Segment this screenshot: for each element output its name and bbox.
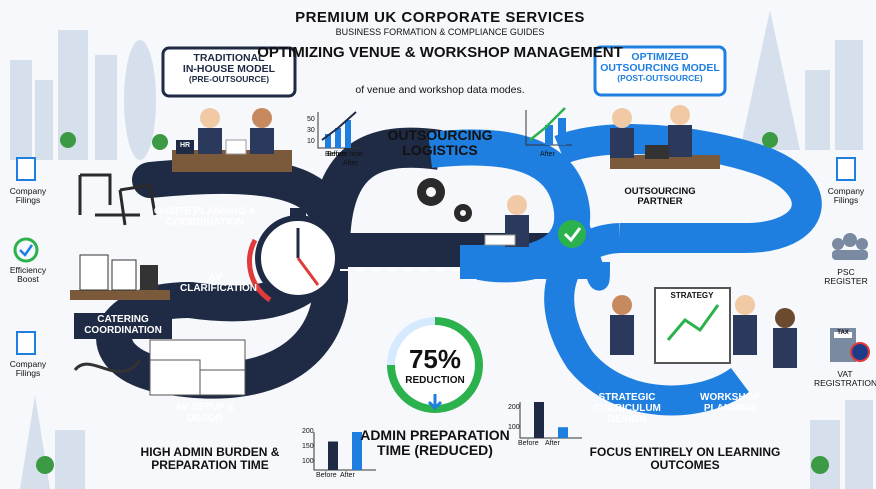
side-company-filings-2: Company Filings (9, 359, 47, 378)
partners-illustration (610, 105, 720, 169)
page-description: of venue and workshop data modes. (355, 84, 525, 96)
page-title: OPTIMIZING VENUE & WORKSHOP MANAGEMENT (257, 44, 623, 61)
hr-sign: HR (179, 142, 191, 149)
stopwatch-icon (247, 208, 341, 303)
right-model-title: OPTIMIZED OUTSOURCING MODEL (POST-OUTSOU… (597, 51, 723, 84)
stage-curriculum-design: STRATEGIC CURRICULUM DESIGN (593, 392, 661, 425)
admin-prep-label: ADMIN PREPARATION TIME (REDUCED) (360, 427, 510, 458)
stressed-staff-illustration (172, 108, 292, 172)
chart-before-time (317, 111, 362, 149)
side-vat-registration: VAT REGISTRATION (814, 369, 876, 388)
people-group-icon (832, 233, 868, 260)
right-model-title-line1: OPTIMIZED (631, 51, 689, 63)
brand-title: PREMIUM UK CORPORATE SERVICES (295, 9, 585, 26)
left-model-title: TRADITIONAL IN-HOUSE MODEL (PRE-OUTSOURC… (165, 52, 293, 85)
stage-av-clarification: AV CLARIFICATION (180, 272, 258, 294)
bar-chart-a-bar-after (352, 432, 362, 470)
skyline-bottom-left (20, 395, 85, 489)
catering-table-illustration (70, 254, 170, 300)
chart3-xlabel-before: Before (316, 472, 337, 479)
side-psc-register: PSC REGISTER (824, 267, 868, 286)
stage-av-setup: AV SETUP & DECOR (175, 402, 235, 424)
catering-sign (74, 313, 172, 339)
chart3-ytick: 200 (302, 428, 314, 435)
chart4-ytick: 100 (508, 424, 520, 431)
chart1-bar (325, 134, 331, 148)
business-person-illustration (484, 195, 529, 247)
gear-icon (417, 178, 472, 222)
chairs-illustration (78, 173, 157, 226)
left-model-title-line1: TRADITIONAL (193, 52, 265, 64)
skyline-left (10, 30, 156, 160)
bar-chart-before-after-b (519, 402, 582, 439)
tax-calculator-icon (830, 328, 870, 362)
chart1-bar (335, 128, 341, 148)
bar-chart-b-axis (519, 402, 582, 439)
efficiency-icon (13, 237, 39, 263)
chart1-ytick: 50 (307, 116, 315, 123)
outsourcing-partner-label: OUTSOURCING PARTNER (624, 186, 696, 207)
stage-workshop-planning: WORKSHOP PLANNING (700, 392, 760, 414)
chart2-xlabel-after: After (540, 151, 555, 158)
chart1-bar (345, 120, 351, 148)
chart1-ytick: 10 (307, 138, 315, 145)
left-model-title-line3: (PRE-OUTSOURCE) (188, 74, 270, 85)
bar-chart-b-bar-after (558, 427, 568, 438)
chart1-ytick: 30 (307, 127, 315, 134)
stage-catering-coordination: CATERING COORDINATION (84, 314, 162, 336)
bar-chart-before-after-a (313, 432, 376, 471)
right-model-box (593, 45, 727, 97)
right-model-title-line2: OUTSOURCING MODEL (600, 62, 720, 75)
side-efficiency-boost: Efficiency Boost (9, 265, 47, 284)
chart1-line (321, 111, 357, 141)
left-footer: HIGH ADMIN BURDEN & PREPARATION TIME (140, 445, 280, 472)
side-company-filings-1: Company Filings (9, 186, 47, 205)
reduction-value: 75% (408, 344, 462, 374)
side-company-filings-3: Company Filings (827, 186, 865, 205)
brand-subtitle: BUSINESS FORMATION & COMPLIANCE GUIDES (335, 27, 545, 37)
right-footer: FOCUS ENTIRELY ON LEARNING OUTCOMES (589, 445, 781, 472)
chart2-bar (545, 125, 553, 145)
left-model-title-line2: IN-HOUSE MODEL (182, 63, 276, 76)
strategy-board-illustration (610, 287, 797, 368)
left-model-box (161, 46, 297, 98)
chart3-ytick: 150 (302, 443, 314, 450)
tree-icon (36, 132, 829, 474)
right-model-title-line3: (POST-OUTSOURCE) (617, 73, 703, 84)
document-icon (16, 157, 856, 355)
reduction-label: REDUCTION (405, 375, 465, 386)
chart2-bar (558, 118, 566, 145)
chart1-caption: Before time (327, 151, 363, 158)
chart3-ytick: 100 (302, 458, 314, 465)
strategy-board-label: STRATEGY (670, 291, 714, 300)
chart1-xlabel-after: After (343, 160, 358, 167)
chart4-xlabel-after: After (545, 440, 560, 447)
bar-chart-b-bar-before (534, 402, 544, 438)
outsourcing-logistics-label: OUTSOURCING LOGISTICS (387, 127, 493, 158)
chart4-xlabel-before: Before (518, 440, 539, 447)
blue-road (428, 124, 822, 416)
check-icon (558, 220, 586, 248)
chart1-xlabel-before: Before (325, 151, 346, 158)
floorplan-illustration (73, 339, 246, 396)
chart3-xlabel-after: After (340, 472, 355, 479)
stage-onsite-planning: ONSITE PLANNING & COORDINATION (153, 206, 257, 228)
reduction-ring-icon (387, 317, 483, 413)
chart2-line (529, 107, 566, 141)
chart-after (525, 107, 572, 146)
bar-chart-a-bar-before (328, 441, 338, 470)
chart4-ytick: 200 (508, 404, 520, 411)
skyline-right (740, 10, 873, 489)
tax-sign: TAX (837, 330, 849, 336)
